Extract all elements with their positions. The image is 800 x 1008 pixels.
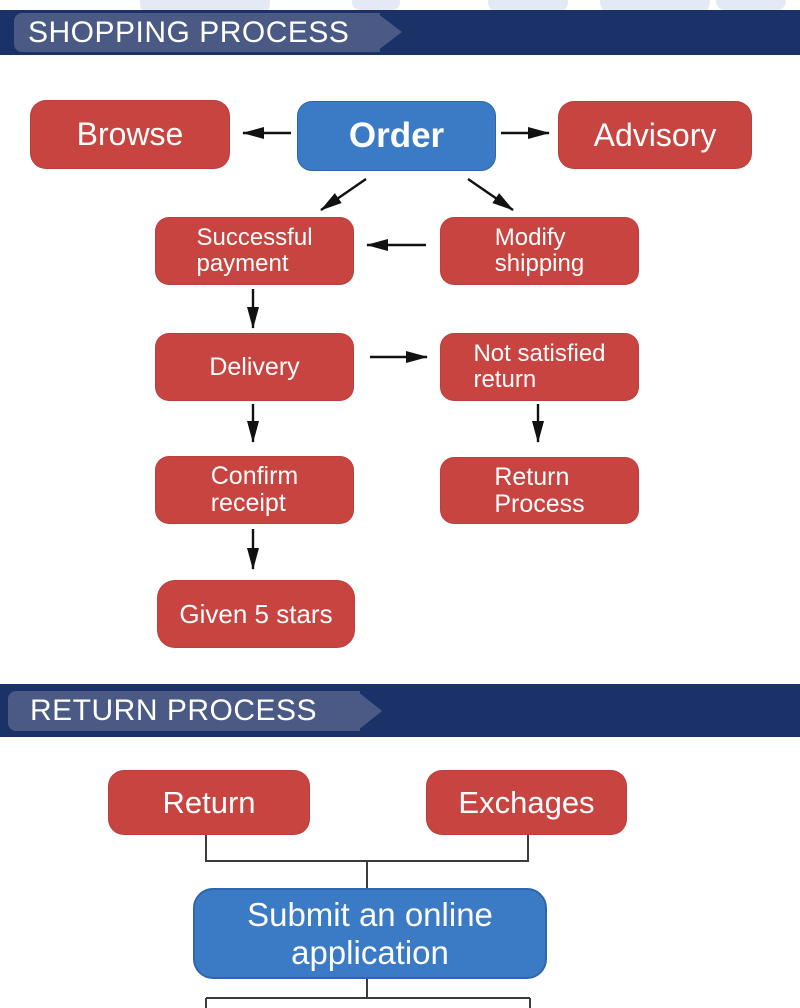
node-confirm-receipt-label: Confirm receipt <box>210 462 299 517</box>
node-modify-shipping: Modify shipping <box>440 217 639 285</box>
watermark-shape <box>488 0 568 12</box>
watermark-shape <box>716 0 786 10</box>
node-delivery: Delivery <box>155 333 354 401</box>
node-return-process: Return Process <box>440 457 639 524</box>
shopping-process-title: SHOPPING PROCESS <box>28 15 350 49</box>
node-exchages: Exchages <box>426 770 627 835</box>
node-delivery-label: Delivery <box>209 352 300 381</box>
node-order: Order <box>297 101 496 171</box>
node-not-satisfied-return-label: Not satisfied return <box>473 340 606 393</box>
node-given-5-stars: Given 5 stars <box>157 580 355 648</box>
node-modify-shipping-label: Modify shipping <box>494 224 585 277</box>
return-process-banner: RETURN PROCESS <box>8 691 382 731</box>
node-return-label: Return <box>162 784 256 820</box>
node-not-satisfied-return: Not satisfied return <box>440 333 639 401</box>
node-given-5-stars-label: Given 5 stars <box>179 598 333 629</box>
shopping-process-banner: SHOPPING PROCESS <box>14 13 402 52</box>
return-process-title: RETURN PROCESS <box>30 694 318 727</box>
node-return: Return <box>108 770 310 835</box>
node-browse: Browse <box>30 100 230 169</box>
arrow-order-to-successful-payment <box>320 178 367 211</box>
node-successful-payment-label: Successful payment <box>196 224 313 277</box>
banner-chevron <box>377 13 405 51</box>
arrow-order-to-modify-shipping <box>467 178 514 211</box>
node-browse-label: Browse <box>76 116 184 152</box>
node-return-process-label: Return Process <box>494 462 585 518</box>
watermark-shape <box>352 0 400 10</box>
node-confirm-receipt: Confirm receipt <box>155 456 354 524</box>
banner-chevron <box>357 691 385 731</box>
node-advisory-label: Advisory <box>593 116 717 153</box>
node-successful-payment: Successful payment <box>155 217 354 285</box>
node-submit-application: Submit an online application <box>193 888 547 979</box>
node-submit-application-label: Submit an online application <box>247 895 493 971</box>
node-order-label: Order <box>348 116 445 155</box>
node-exchages-label: Exchages <box>458 784 595 820</box>
node-advisory: Advisory <box>558 101 752 169</box>
